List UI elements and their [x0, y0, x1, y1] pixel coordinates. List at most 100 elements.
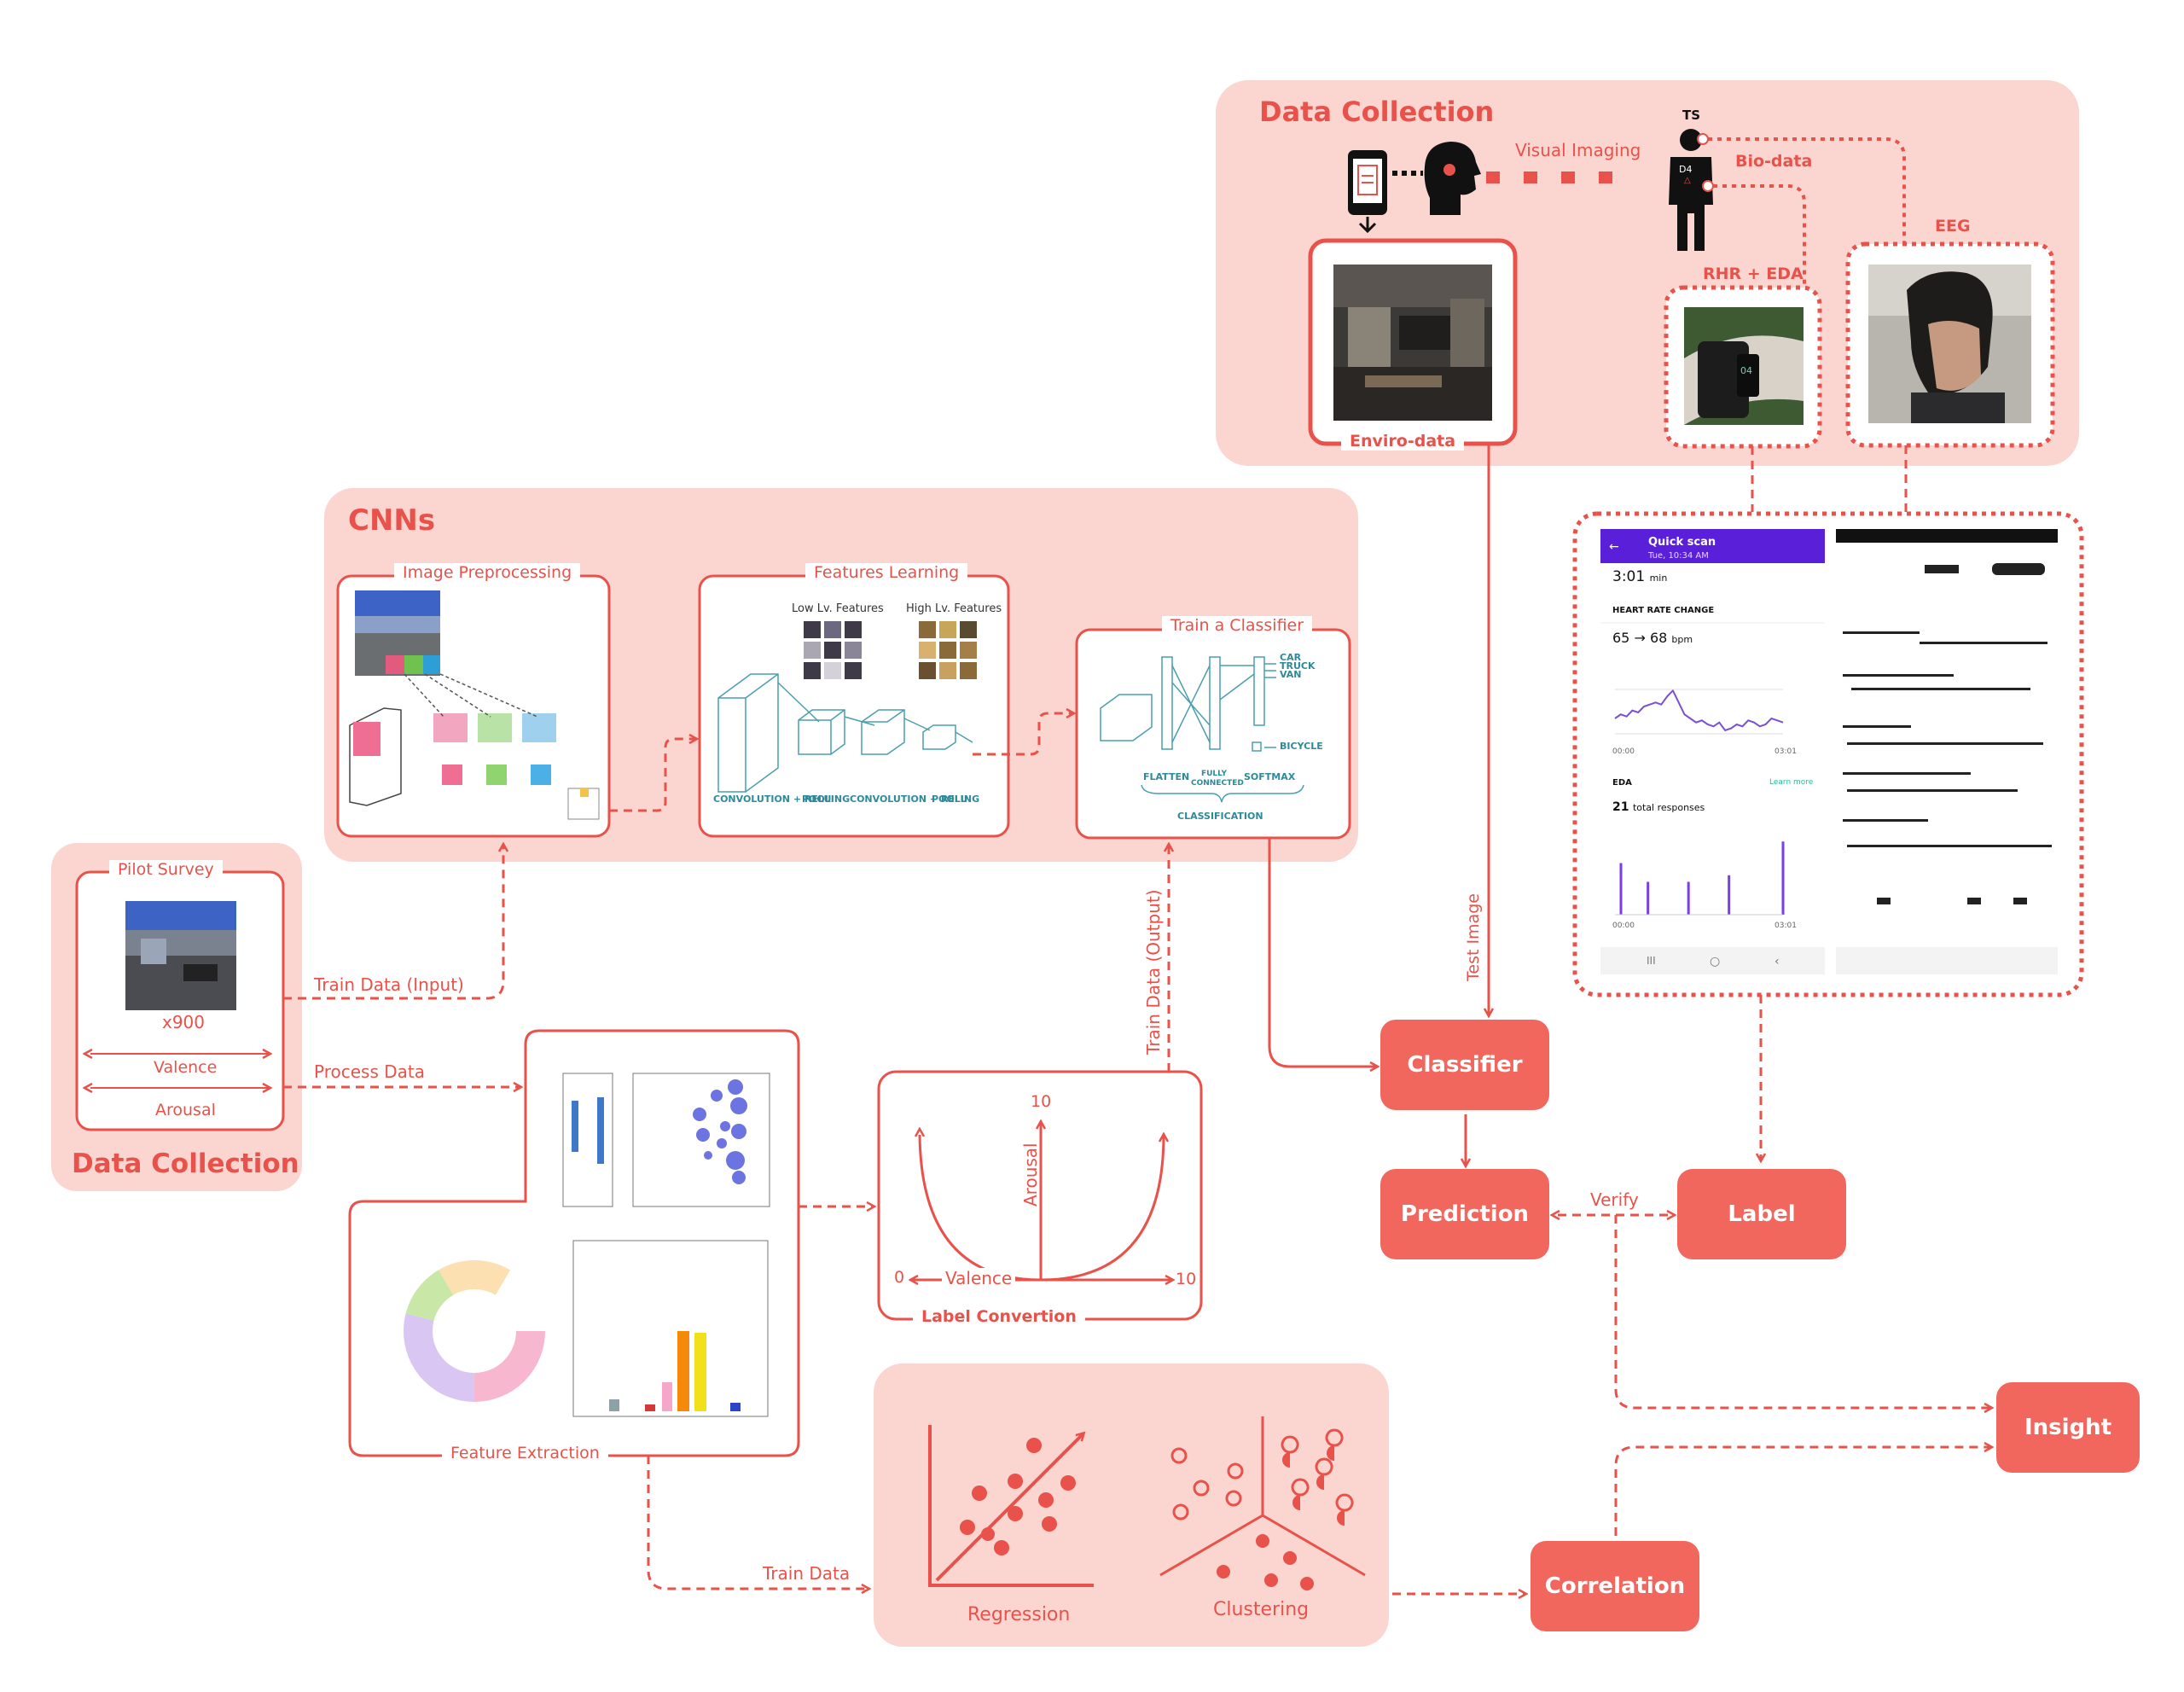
class-van: VAN: [1280, 669, 1302, 680]
phone-duration: 3:01 min: [1612, 568, 1668, 585]
low-features-label: Low Lv. Features: [792, 602, 884, 615]
head-profile-icon: [1424, 142, 1481, 215]
heart-rate-values: 65 → 68 bpm: [1612, 630, 1693, 646]
hr-time-end: 03:01: [1774, 747, 1797, 756]
classifier-network-illustration: [1100, 656, 1304, 803]
analysis-panel: [874, 1363, 1389, 1647]
flatten-label: FLATTEN: [1143, 771, 1190, 782]
regression-label: Regression: [967, 1604, 1071, 1625]
pooling-1-label: POOLING: [802, 794, 851, 805]
verify-to-insight-arrow: [1614, 1215, 1991, 1408]
svg-text:04: 04: [1740, 365, 1752, 376]
correlation-node[interactable]: Correlation: [1531, 1541, 1699, 1631]
eda-spike-group: [1619, 841, 1785, 915]
eeg-link: [1708, 137, 1906, 256]
svg-text:←: ←: [1609, 540, 1619, 554]
phone-header-title: Quick scan: [1648, 536, 1716, 549]
label-convertion-label: Label Convertion: [913, 1307, 1085, 1326]
svg-text:○: ○: [1710, 955, 1720, 968]
eeg-label: EEG: [1935, 217, 1971, 235]
cnn-to-classifier-arrow: [1268, 838, 1377, 1067]
top-collection-title: Data Collection: [1259, 96, 1495, 128]
cnns-title: CNNs: [348, 503, 436, 538]
test-image-label: Test Image: [1464, 893, 1483, 981]
person-icon: D4 △: [1669, 129, 1714, 251]
fully-connected-label: FULLY CONNECTED: [1191, 770, 1244, 788]
regression-icon: [928, 1425, 1094, 1587]
class-truck: TRUCK: [1280, 660, 1316, 672]
left-collection-title: Data Collection: [72, 1148, 299, 1179]
valence-label: Valence: [154, 1058, 218, 1077]
survey-count: x900: [162, 1012, 206, 1032]
visual-imaging-label: Visual Imaging: [1515, 140, 1641, 160]
valence-axis-label: Valence: [942, 1268, 1016, 1288]
clustering-label: Clustering: [1213, 1599, 1310, 1620]
feature-extraction-label: Feature Extraction: [442, 1444, 608, 1462]
donut-thumbnail: [404, 1260, 545, 1402]
eda-time-start: 00:00: [1612, 922, 1635, 930]
hr-time-start: 00:00: [1612, 747, 1635, 756]
pooling-2-label: POOLING: [932, 794, 980, 805]
softmax-label: SOFTMAX: [1244, 771, 1296, 782]
biodata-link: [1713, 184, 1806, 286]
train-input-arrow: [283, 845, 503, 1000]
eda-responses: 21 total responses: [1612, 800, 1705, 814]
bar-thumbnail: [572, 1240, 769, 1417]
correlation-to-insight-arrow: [1614, 1447, 1991, 1536]
train-output-label: Train Data (Output): [1143, 889, 1164, 1055]
train-classifier-label: Train a Classifier: [1162, 616, 1313, 635]
eda-heading: EDA: [1612, 778, 1632, 788]
pilot-survey-label: Pilot Survey: [109, 860, 223, 879]
conv-relu-1-label: CONVOLUTION + RELU: [713, 794, 832, 805]
class-car: CAR: [1280, 652, 1302, 663]
svg-text:‹: ‹: [1774, 955, 1780, 968]
eda-time-end: 03:01: [1774, 922, 1797, 930]
process-data-label: Process Data: [314, 1061, 425, 1082]
features-learning-label: Features Learning: [805, 563, 968, 582]
clustering-icon: [1159, 1416, 1366, 1590]
arousal-label: Arousal: [155, 1101, 216, 1119]
bio-data-label: Bio-data: [1735, 152, 1813, 171]
person-photo: [1868, 265, 2031, 423]
valence-min-label: 0: [894, 1268, 905, 1287]
survey-office-photo: [125, 901, 236, 1010]
insight-node[interactable]: Insight: [1996, 1382, 2140, 1473]
preprocessing-illustration: [349, 590, 600, 820]
arousal-max-label: 10: [1031, 1092, 1052, 1111]
train-input-label: Train Data (Input): [314, 974, 464, 995]
preproc-to-features-arrow: [609, 739, 696, 812]
office-photo: [1333, 265, 1492, 421]
features-learning-illustration: [717, 621, 977, 793]
svg-text:△: △: [1684, 176, 1691, 185]
phone-header-sub: Tue, 10:34 AM: [1648, 551, 1709, 561]
class-bicycle: BICYCLE: [1280, 741, 1323, 752]
boxplot-thumbnail: [562, 1073, 613, 1207]
wristband-photo: 04: [1684, 307, 1804, 425]
rhr-eda-label: RHR + EDA: [1703, 265, 1804, 283]
prediction-node[interactable]: Prediction: [1380, 1169, 1549, 1259]
scatter-thumbnail: [632, 1073, 770, 1207]
phone-icon: [1348, 150, 1387, 234]
heart-rate-heading: HEART RATE CHANGE: [1612, 606, 1715, 615]
arousal-axis-label: Arousal: [1020, 1143, 1041, 1206]
image-preprocessing-label: Image Preprocessing: [394, 563, 581, 582]
valence-max-label: 10: [1176, 1270, 1197, 1288]
svg-text:D4: D4: [1679, 164, 1692, 175]
verify-label: Verify: [1590, 1189, 1639, 1210]
enviro-data-label: Enviro-data: [1341, 432, 1465, 451]
feature-extraction-frame: [348, 1029, 800, 1457]
train-data-label: Train Data: [763, 1563, 851, 1584]
high-features-label: High Lv. Features: [906, 602, 1002, 615]
learn-more-link[interactable]: Learn more: [1769, 778, 1814, 787]
classification-label: CLASSIFICATION: [1177, 811, 1263, 822]
phone-screen-left: ← III ○ ‹: [1600, 529, 1825, 974]
conv-relu-2-label: CONVOLUTION + RELU: [850, 794, 968, 805]
heart-rate-line: [1614, 689, 1784, 732]
phone-screen-right: [1836, 529, 2058, 974]
classifier-node[interactable]: Classifier: [1380, 1020, 1549, 1110]
ts-label: TS: [1682, 108, 1701, 123]
features-to-classifier-arrow: [973, 713, 1073, 756]
label-node[interactable]: Label: [1677, 1169, 1846, 1259]
